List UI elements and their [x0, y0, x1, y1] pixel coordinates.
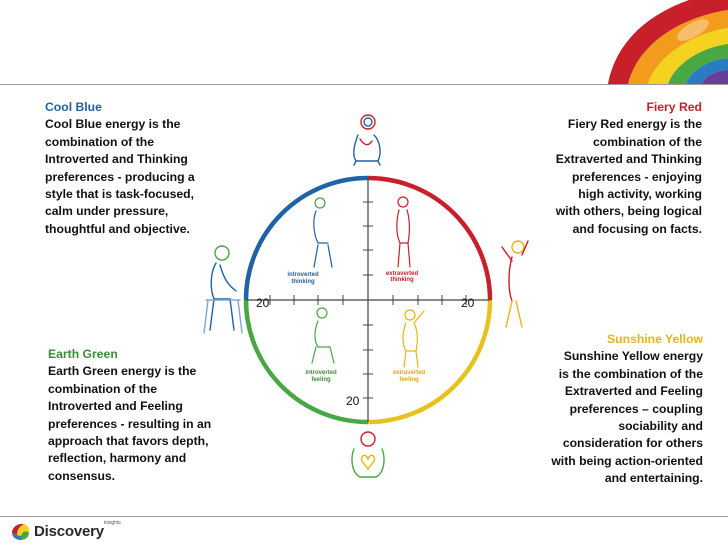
fiery-red-line: preferences - enjoying	[571, 169, 702, 184]
cool-blue-title: Cool Blue	[45, 100, 102, 114]
earth-green-line: consensus.	[48, 468, 116, 483]
discovery-logo-tm: insights	[103, 520, 121, 526]
thinker-figure-top	[353, 114, 381, 166]
fiery-red-line: high activity, working	[578, 187, 702, 202]
extraverted-thinking-label-2: thinking	[390, 277, 414, 283]
earth-green-description: Earth Green Earth Green energy is the co…	[48, 346, 258, 485]
cool-blue-line: calm under pressure,	[45, 204, 169, 219]
discovery-logo: Discovery insights	[10, 520, 121, 541]
introverted-feeling-label-1: introverted	[305, 370, 337, 376]
discovery-logo-text: Discovery	[34, 522, 104, 540]
rainbow-swirl-graphic	[608, 0, 728, 84]
color-energy-wheel: 20 20 20 introverted thinking extraverte…	[203, 114, 529, 478]
fiery-red-line: and focusing on facts.	[572, 221, 702, 236]
extraverted-feeling-label-2: feeling	[399, 377, 419, 383]
extraverted-feeling-label-1: extraverted	[393, 370, 426, 376]
introverted-feeling-label-2: feeling	[311, 377, 331, 383]
fiery-red-line: combination of the	[592, 134, 702, 149]
cool-blue-line: Cool Blue energy is the	[45, 117, 181, 132]
fiery-red-description: Fiery Red Fiery Red energy is the combin…	[512, 99, 702, 238]
sunshine-yellow-description: Sunshine Yellow Sunshine Yellow energy i…	[515, 331, 703, 488]
earth-green-line: preferences - resulting in an	[48, 416, 212, 431]
sunshine-yellow-line: preferences – coupling	[569, 401, 703, 416]
extraverted-feeling-figure	[402, 309, 425, 368]
sunshine-yellow-line: consideration for others	[562, 436, 703, 451]
sunshine-yellow-line: sociability and	[618, 419, 703, 434]
caring-figure-bottom	[351, 431, 385, 478]
blue-arc	[243, 175, 369, 301]
header-divider	[0, 84, 728, 85]
fiery-red-line: with others, being logical	[555, 204, 702, 219]
discovery-logo-mark-icon	[12, 523, 30, 540]
earth-green-line: Earth Green energy is the	[48, 364, 197, 379]
cool-blue-line: style that is task-focused,	[45, 187, 195, 202]
sunshine-yellow-line: Extraverted and Feeling	[564, 384, 703, 399]
cool-blue-line: combination of the	[45, 134, 155, 149]
introverted-feeling-figure	[311, 307, 335, 364]
yellow-arc	[367, 299, 493, 425]
sunshine-yellow-title: Sunshine Yellow	[607, 332, 703, 346]
vertical-ticks	[363, 201, 373, 399]
introverted-thinking-label-2: thinking	[291, 279, 315, 285]
sunshine-yellow-line: and entertaining.	[604, 471, 703, 486]
extraverted-thinking-label-1: extraverted	[386, 271, 419, 277]
horizontal-ticks	[269, 295, 467, 305]
introverted-thinking-figure	[313, 197, 333, 268]
cool-blue-line: Introverted and Thinking	[45, 152, 188, 167]
earth-green-line: approach that favors depth,	[48, 434, 209, 449]
cool-blue-description: Cool Blue Cool Blue energy is the combin…	[45, 99, 245, 238]
fiery-red-title: Fiery Red	[646, 100, 702, 114]
fiery-red-line: Extraverted and Thinking	[555, 152, 702, 167]
scale-label-right: 20	[461, 296, 475, 310]
scale-label-left: 20	[256, 296, 270, 310]
earth-green-line: combination of the	[48, 381, 158, 396]
earth-green-line: reflection, harmony and	[48, 451, 187, 466]
energetic-figure-right	[501, 240, 529, 328]
sunshine-yellow-line: with being action-oriented	[551, 453, 703, 468]
green-arc	[243, 299, 369, 425]
footer-divider	[0, 516, 728, 517]
extraverted-thinking-figure	[396, 196, 411, 268]
red-arc	[367, 175, 493, 301]
sunshine-yellow-line: is the combination of the	[558, 366, 703, 381]
sunshine-yellow-line: Sunshine Yellow energy	[563, 349, 703, 364]
fiery-red-line: Fiery Red energy is the	[567, 117, 702, 132]
earth-green-title: Earth Green	[48, 347, 118, 361]
cool-blue-line: preferences - producing a	[45, 169, 195, 184]
seated-figure-left	[203, 245, 243, 334]
cool-blue-line: thoughtful and objective.	[45, 221, 190, 236]
scale-label-bottom: 20	[346, 394, 360, 408]
introverted-thinking-label-1: introverted	[287, 272, 319, 278]
earth-green-line: Introverted and Feeling	[48, 399, 183, 414]
